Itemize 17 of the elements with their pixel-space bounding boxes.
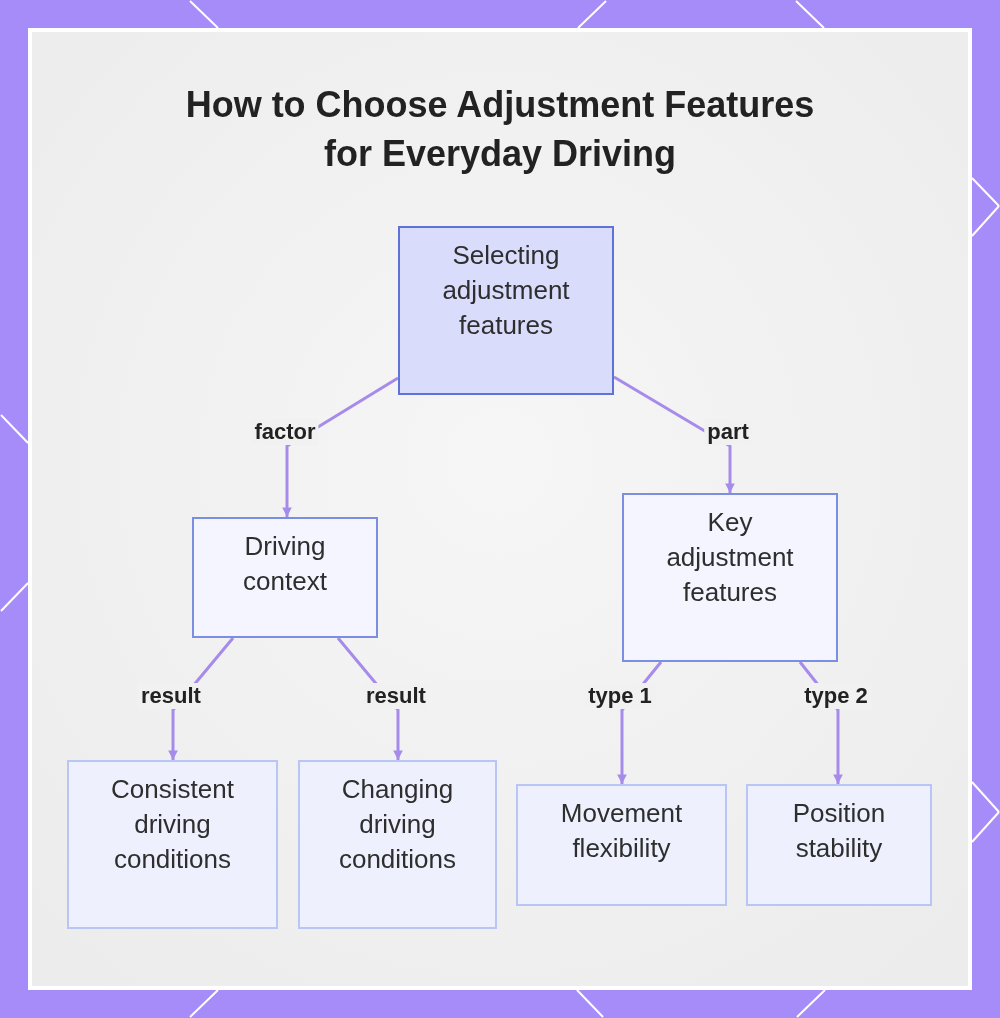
concept-box — [298, 760, 497, 929]
node-text: Changing driving conditions — [337, 773, 458, 876]
edge-label: type 1 — [585, 683, 655, 709]
concept-box — [622, 493, 838, 662]
node-text: Selecting adjustment features — [441, 239, 571, 342]
concept-box — [516, 784, 727, 906]
node-text: Key adjustment features — [665, 506, 795, 609]
title: How to Choose Adjustment Features for Everyday Driving — [184, 83, 816, 176]
node-text: Position stability — [791, 797, 887, 865]
node-text: Movement flexibility — [559, 797, 684, 865]
concept-box — [746, 784, 932, 906]
node-text: Driving context — [242, 530, 328, 598]
arrow — [613, 375, 735, 493]
concept-box — [67, 760, 278, 929]
concept-box — [398, 226, 614, 395]
concept-box — [192, 517, 378, 638]
node-text: Consistent driving conditions — [110, 773, 235, 876]
